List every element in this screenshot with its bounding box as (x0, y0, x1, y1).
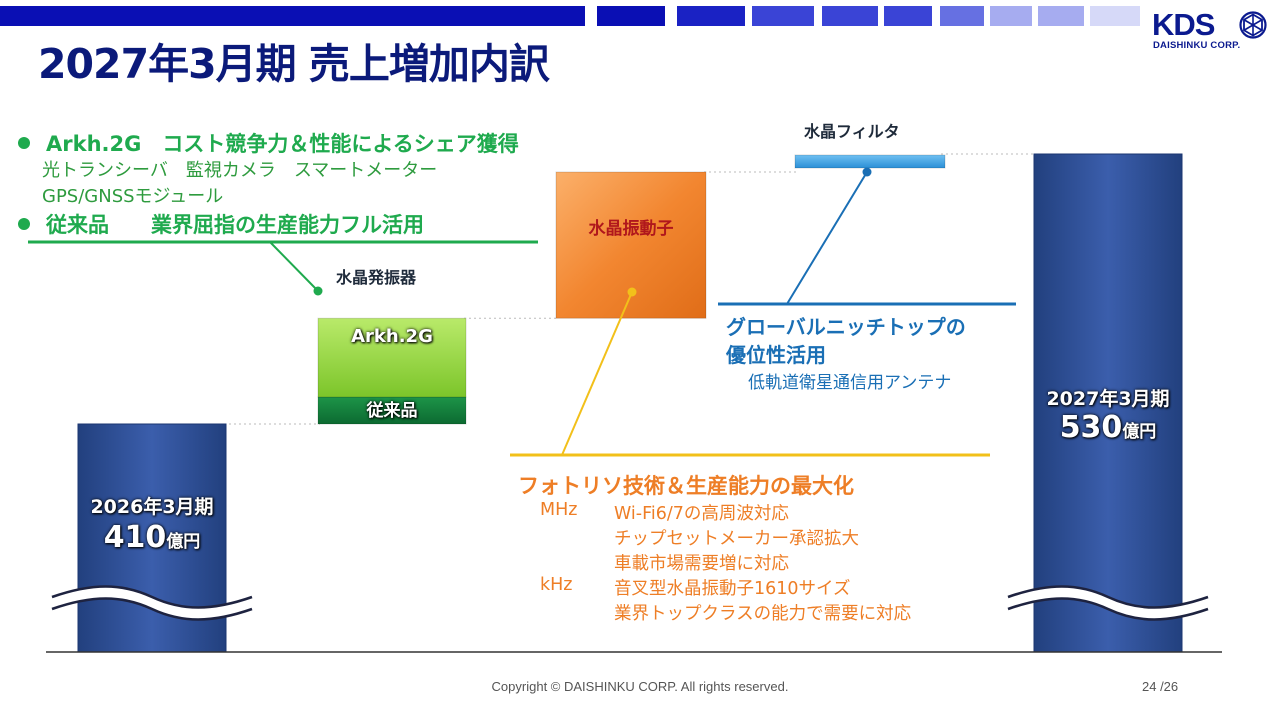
blue-leader-dot (862, 167, 872, 177)
end-value: 530 (1059, 410, 1123, 445)
axis-break-line (51, 597, 253, 621)
header-stripe-bar (0, 6, 1140, 26)
header-stripe-segment (940, 6, 984, 26)
blue-sub: 低軌道衛星通信用アンテナ (748, 373, 952, 393)
green-line-1: 光トランシーバ 監視カメラ スマートメーター (42, 160, 438, 181)
axis-break-line (1007, 597, 1209, 621)
orange-row-tag: kHz (540, 575, 573, 595)
company-logo: KDS DAISHINKU CORP. (1148, 8, 1268, 58)
axis-break-line (1007, 585, 1209, 609)
logo-emblem-icon (1239, 11, 1267, 39)
orange-row-tag: MHz (540, 500, 578, 520)
end-period-label: 2027年3月期 (1046, 388, 1170, 410)
segment-label-conventional: 従来品 (366, 401, 418, 421)
header-stripe-segment (1090, 6, 1140, 26)
green-heading-2: 従来品 業界屈指の生産能力フル活用 (18, 209, 424, 239)
logo-text: KDS (1152, 7, 1215, 42)
page-title: 2027年3月期 売上増加内訳 (38, 40, 550, 88)
blue-heading-2: 優位性活用 (726, 343, 826, 367)
green-heading-1: Arkh.2G コスト競争力＆性能によるシェア獲得 (18, 128, 519, 158)
header-stripe-segment (597, 6, 665, 26)
header-stripe-segment (677, 6, 745, 26)
start-unit: 億円 (166, 532, 201, 552)
end-value-label: 530億円 (1034, 410, 1182, 445)
green-leader-dot (313, 286, 323, 296)
logo-corp-name: DAISHINKU CORP. (1153, 40, 1241, 51)
orange-row-text: チップセットメーカー承認拡大 (614, 529, 859, 549)
axis-break-gap (1006, 586, 1210, 620)
bullet-icon (18, 137, 30, 149)
blue-leader-line (786, 171, 868, 305)
category-label-oscillator: 水晶発振器 (336, 268, 417, 287)
blue-heading-1: グローバルニッチトップの (726, 315, 966, 339)
start-value-label: 410億円 (78, 520, 226, 555)
header-stripe-segment (0, 6, 585, 26)
header-stripe-segment (884, 6, 932, 26)
axis-break-line (51, 585, 253, 609)
connector-dotted-lines (224, 153, 1036, 425)
green-line-2: GPS/GNSSモジュール (42, 186, 224, 207)
orange-heading: フォトリソ技術＆生産能力の最大化 (518, 474, 854, 498)
end-unit: 億円 (1122, 422, 1157, 442)
segment-label-arkh2g: Arkh.2G (351, 326, 433, 347)
green-leader-line (269, 241, 319, 292)
category-label-filter: 水晶フィルタ (804, 122, 900, 141)
header-stripe-segment (990, 6, 1032, 26)
header-stripe-segment (752, 6, 814, 26)
axis-break-marks (50, 585, 1210, 621)
segment-label-resonator: 水晶振動子 (588, 219, 674, 239)
orange-leader-line (561, 291, 633, 456)
orange-row-text: 業界トップクラスの能力で需要に対応 (614, 604, 912, 624)
increment-bar-segment (794, 154, 946, 169)
start-period-label: 2026年3月期 (90, 496, 214, 518)
orange-row-text: 車載市場需要増に対応 (614, 554, 789, 574)
orange-row-text: Wi-Fi6/7の高周波対応 (614, 504, 789, 524)
axis-break-gap (50, 586, 254, 620)
header-stripe-segment (1038, 6, 1084, 26)
header-stripe-segment (822, 6, 878, 26)
increment-bar-segment (317, 317, 467, 398)
bullet-icon (18, 218, 30, 230)
end-total-bar (1033, 153, 1183, 653)
copyright-footer: Copyright © DAISHINKU CORP. All rights r… (491, 679, 789, 694)
orange-leader-dot (627, 287, 637, 297)
annotation-leader-lines (28, 167, 1016, 457)
page-number: 24 /26 (1142, 679, 1179, 694)
orange-row-text: 音叉型水晶振動子1610サイズ (614, 579, 851, 599)
start-value: 410 (103, 520, 167, 555)
